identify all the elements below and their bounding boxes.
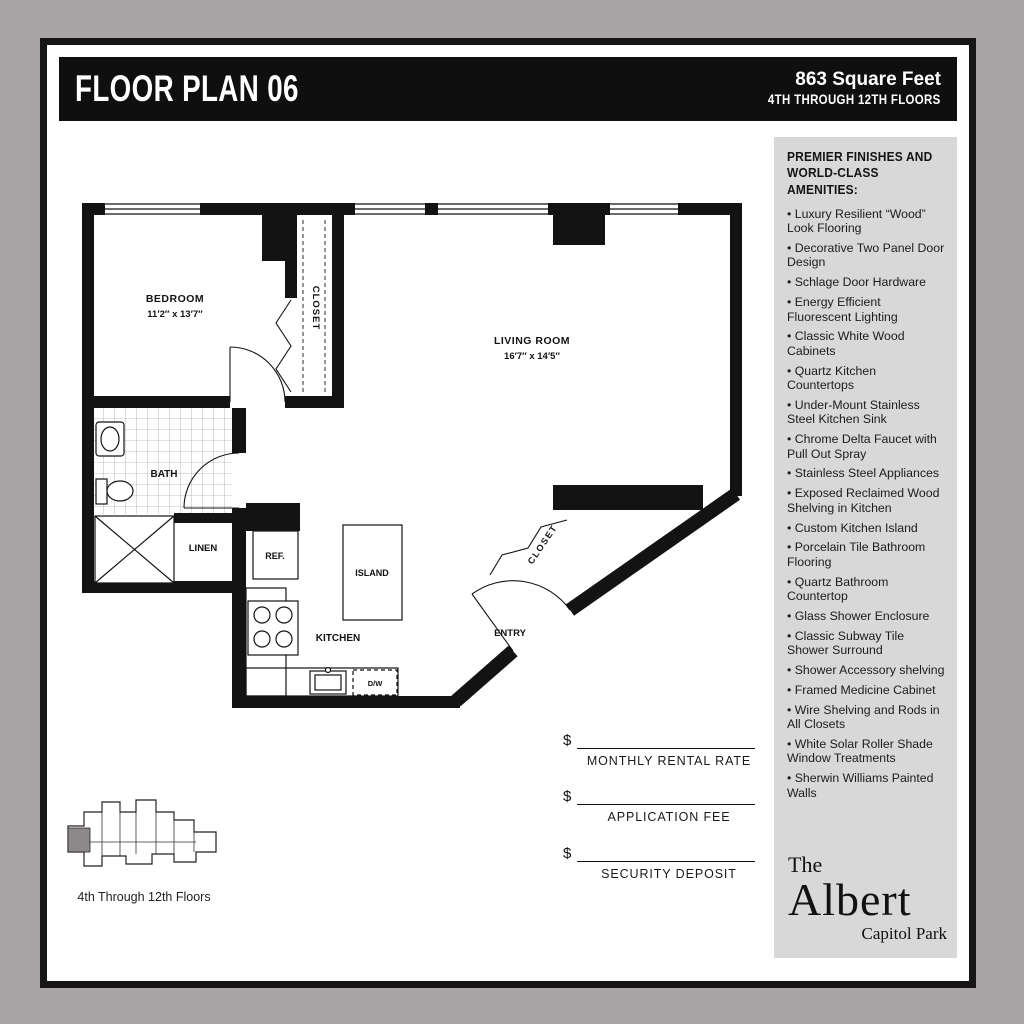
price-row-application: $ APPLICATION FEE	[563, 787, 755, 824]
logo-name: Albert	[788, 874, 912, 926]
blank-line	[577, 731, 755, 749]
price-label: APPLICATION FEE	[607, 810, 731, 824]
kitchen-island	[342, 524, 403, 621]
building-footprint-diagram	[67, 799, 217, 867]
amenity-item: Energy Efficient Fluorescent Lighting	[787, 295, 946, 324]
doors	[183, 299, 571, 652]
logo: The Albert Capitol Park	[788, 852, 947, 944]
amenity-item: Exposed Reclaimed Wood Shelving in Kitch…	[787, 486, 946, 515]
dollar-sign: $	[563, 788, 572, 805]
amenity-item: Custom Kitchen Island	[787, 521, 946, 535]
logo-the: The	[788, 852, 823, 878]
kitchen-label: KITCHEN	[316, 633, 360, 644]
highlighted-unit	[67, 827, 91, 853]
dishwasher-label: D/W	[368, 679, 384, 688]
amenity-item: Classic Subway Tile Shower Surround	[787, 629, 946, 658]
plan-walls	[82, 203, 742, 708]
refrigerator	[252, 530, 299, 580]
price-row-deposit: $ SECURITY DEPOSIT	[563, 844, 755, 881]
square-feet-label: 863 Square Feet	[795, 68, 941, 90]
amenity-item: Under-Mount Stainless Steel Kitchen Sink	[787, 398, 946, 427]
price-label: SECURITY DEPOSIT	[601, 867, 737, 881]
price-row-monthly: $ MONTHLY RENTAL RATE	[563, 731, 755, 768]
floor-plan: BEDROOM 11′2″ x 13′7″ LIVING ROOM 16′7″ …	[82, 203, 742, 708]
header-right: 863 Square Feet 4TH THROUGH 12TH FLOORS	[730, 69, 941, 109]
toilet	[95, 478, 108, 505]
living-room-dims: 16′7″ x 14′5″	[504, 351, 560, 362]
windows	[105, 203, 678, 215]
amenity-item: Quartz Kitchen Countertops	[787, 364, 946, 393]
blank-line	[577, 844, 755, 862]
floors-label: 4TH THROUGH 12TH FLOORS	[768, 90, 941, 107]
amenity-item: Chrome Delta Faucet with Pull Out Spray	[787, 432, 946, 461]
amenity-item: Shower Accessory shelving	[787, 663, 946, 677]
brochure-page: FLOOR PLAN 06 863 Square Feet 4TH THROUG…	[40, 38, 976, 988]
amenities-panel: PREMIER FINISHES AND WORLD-CLASS AMENITI…	[774, 137, 957, 958]
logo-sub: Capitol Park	[861, 924, 947, 943]
amenity-item: Quartz Bathroom Countertop	[787, 575, 946, 604]
amenities-heading: PREMIER FINISHES AND WORLD-CLASS AMENITI…	[787, 149, 933, 197]
living-room-label: LIVING ROOM	[494, 335, 570, 347]
amenity-item: White Solar Roller Shade Window Treatmen…	[787, 737, 946, 766]
kitchen-counter-bottom	[245, 667, 399, 697]
amenity-item: Porcelain Tile Bathroom Flooring	[787, 540, 946, 569]
amenity-item: Framed Medicine Cabinet	[787, 683, 946, 697]
ref-label: REF.	[265, 551, 285, 561]
header-bar: FLOOR PLAN 06 863 Square Feet 4TH THROUG…	[59, 57, 957, 121]
dollar-sign: $	[563, 732, 572, 749]
price-label: MONTHLY RENTAL RATE	[586, 754, 752, 768]
closet-label: CLOSET	[310, 286, 321, 331]
bedroom-label: BEDROOM	[146, 293, 204, 305]
bath-label: BATH	[150, 469, 177, 480]
linen-label: LINEN	[189, 543, 218, 554]
amenity-item: Stainless Steel Appliances	[787, 466, 946, 480]
amenities-list: Luxury Resilient “Wood” Look Flooring De…	[787, 207, 946, 800]
amenity-item: Decorative Two Panel Door Design	[787, 241, 946, 270]
floor-plan-title: FLOOR PLAN 06	[75, 68, 299, 109]
bedroom-dims: 11′2″ x 13′7″	[147, 309, 203, 320]
stove	[247, 600, 299, 656]
blank-line	[577, 787, 755, 805]
fixtures	[94, 220, 403, 697]
amenity-item: Glass Shower Enclosure	[787, 609, 946, 623]
amenity-item: Classic White Wood Cabinets	[787, 329, 946, 358]
footprint-caption: 4th Through 12th Floors	[77, 890, 211, 904]
amenity-item: Sherwin Williams Painted Walls	[787, 771, 946, 800]
entry-label: ENTRY	[494, 628, 527, 639]
island-label: ISLAND	[355, 568, 389, 578]
amenity-item: Luxury Resilient “Wood” Look Flooring	[787, 207, 946, 236]
dollar-sign: $	[563, 845, 572, 862]
amenity-item: Wire Shelving and Rods in All Closets	[787, 703, 946, 732]
amenity-item: Schlage Door Hardware	[787, 275, 946, 289]
dishwasher	[352, 669, 398, 696]
